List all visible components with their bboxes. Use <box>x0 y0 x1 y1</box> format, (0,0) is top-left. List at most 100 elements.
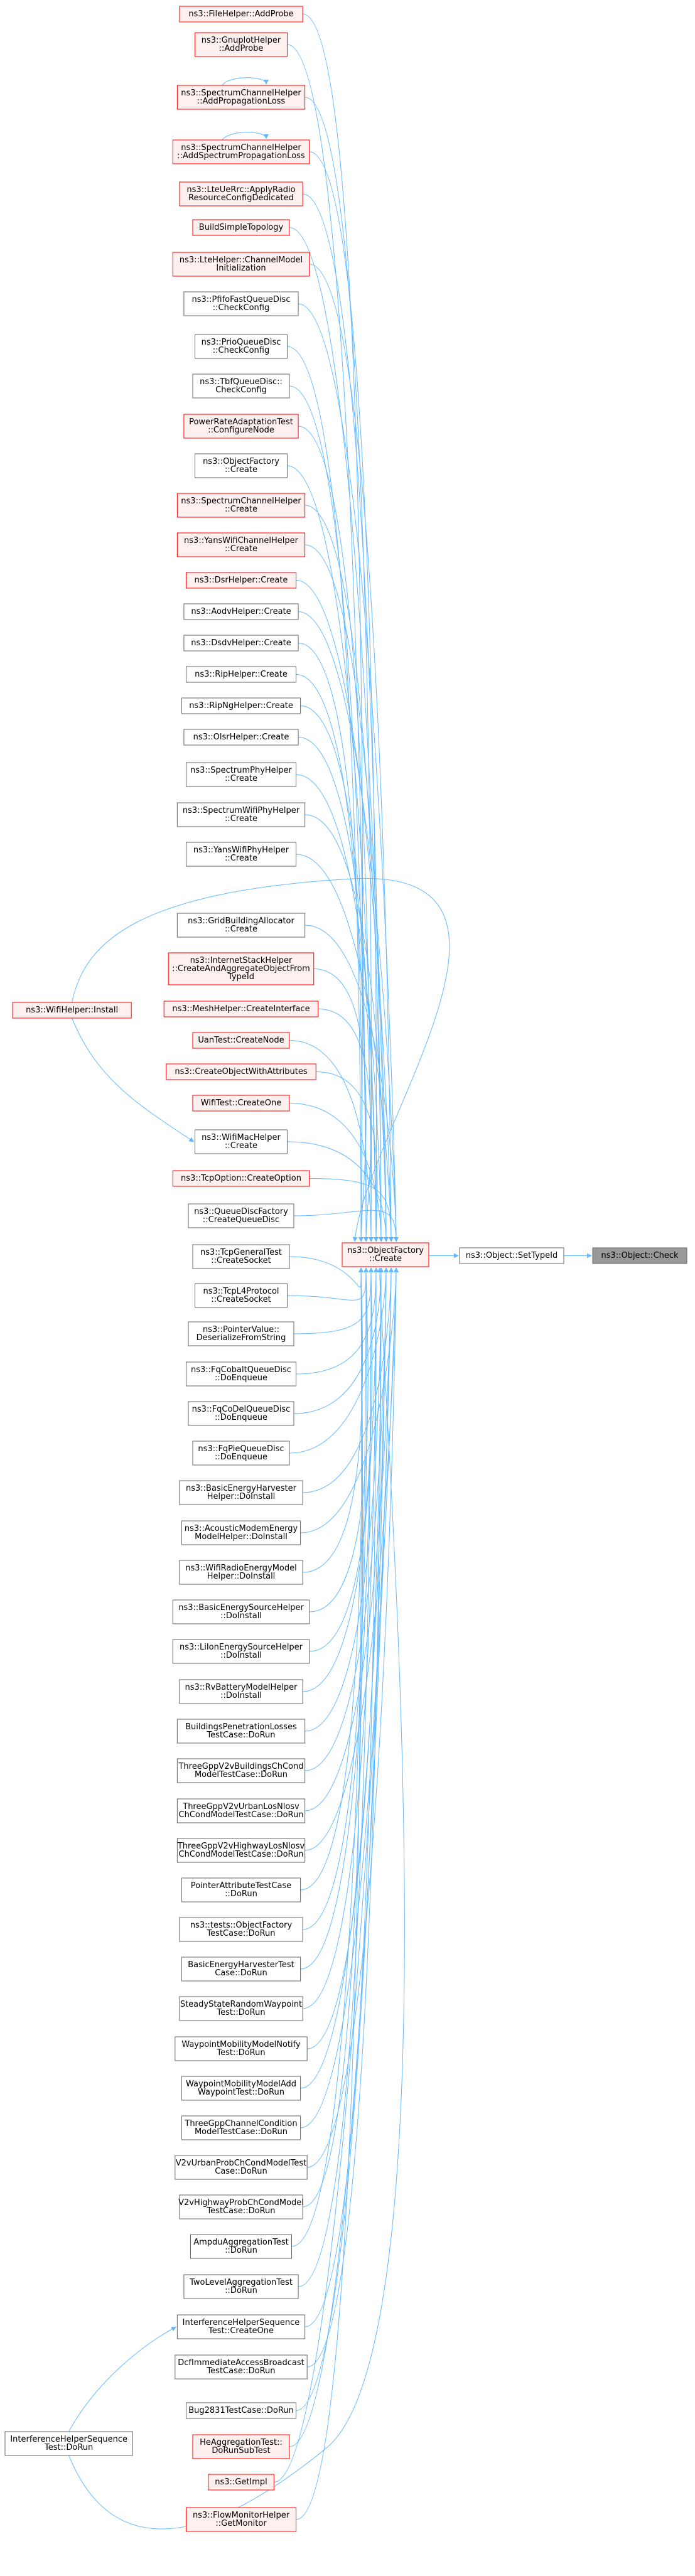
caller-node-n34[interactable]: ns3::PointerValue::DeserializeFromString <box>188 1321 294 1346</box>
caller-node-n9[interactable]: ns3::TbfQueueDisc::CheckConfig <box>192 373 290 399</box>
caller-node-n10[interactable]: PowerRateAdaptationTest::ConfigureNode <box>183 414 299 439</box>
caller-node-n57-label-line: AmpduAggregationTest <box>193 2238 288 2247</box>
node-object-settypeid[interactable]: ns3::Object::SetTypeId <box>459 1247 564 1264</box>
caller-node-n40[interactable]: ns3::WifiRadioEnergyModelHelper::DoInsta… <box>179 1560 303 1585</box>
caller-node-n23[interactable]: ns3::GridBuildingAllocator::Create <box>176 913 306 938</box>
caller-node-n6[interactable]: ns3::LteHelper::ChannelModelInitializati… <box>172 252 310 277</box>
caller-node-n57[interactable]: AmpduAggregationTest::DoRun <box>190 2234 292 2259</box>
caller-node-n38-label-line: ns3::BasicEnergyHarvester <box>186 1484 297 1493</box>
caller-node-n28[interactable]: WifiTest::CreateOne <box>192 1095 290 1112</box>
edge-n48-to-hub <box>300 1267 364 1891</box>
caller-node-n45[interactable]: ThreeGppV2vBuildingsChCondModelTestCase:… <box>176 1758 306 1783</box>
caller-node-n42[interactable]: ns3::LiIonEnergySourceHelper::DoInstall <box>172 1639 310 1664</box>
caller-node-n24-label-line: ::CreateAndAggregateObjectFrom <box>172 964 310 974</box>
caller-node-n27[interactable]: ns3::CreateObjectWithAttributes <box>166 1063 316 1080</box>
caller-node-n56-box <box>179 2194 303 2219</box>
caller-node-n36-label-line: ns3::FqCoDelQueueDisc <box>192 1405 291 1414</box>
caller-node-n48[interactable]: PointerAttributeTestCase::DoRun <box>181 1877 301 1902</box>
caller-node-n41-label-line: ::DoInstall <box>220 1611 262 1621</box>
caller-node-n62[interactable]: HeAggregationTest::DoRunSubTest <box>192 2434 290 2459</box>
caller-node-n13-label-line: ::Create <box>225 544 257 554</box>
node-wifihelper-install[interactable]: ns3::WifiHelper::Install <box>12 1002 132 1019</box>
caller-node-n61[interactable]: Bug2831TestCase::DoRun <box>185 2402 297 2419</box>
focus-node-object-check[interactable]: ns3::Object::Check <box>592 1247 687 1264</box>
caller-node-n16[interactable]: ns3::DsdvHelper::Create <box>183 635 299 652</box>
caller-node-n11[interactable]: ns3::ObjectFactory::Create <box>195 453 288 478</box>
edge-n39-to-hub <box>300 1267 399 1533</box>
caller-node-n18[interactable]: ns3::RipNgHelper::Create <box>181 697 301 714</box>
caller-node-n6-label-line: Initialization <box>216 264 266 273</box>
caller-node-n7[interactable]: ns3::PfifoFastQueueDisc::CheckConfig <box>183 291 299 316</box>
caller-node-n44[interactable]: BuildingsPenetrationLossesTestCase::DoRu… <box>176 1719 306 1744</box>
caller-node-n30-box <box>172 1170 310 1187</box>
caller-node-n30[interactable]: ns3::TcpOption::CreateOption <box>172 1170 310 1187</box>
caller-node-n3[interactable]: ns3::SpectrumChannelHelper::AddSpectrumP… <box>172 139 310 164</box>
caller-node-n35[interactable]: ns3::FqCobaltQueueDisc::DoEnqueue <box>185 1361 297 1387</box>
caller-node-n1[interactable]: ns3::GnuplotHelper::AddProbe <box>195 32 288 57</box>
caller-node-n46[interactable]: ThreeGppV2vUrbanLosNlosvChCondModelTestC… <box>176 1798 306 1823</box>
caller-node-n13[interactable]: ns3::YansWifiChannelHelper::Create <box>176 532 306 557</box>
caller-node-n4[interactable]: ns3::LteUeRrc::ApplyRadioResourceConfigD… <box>179 181 303 207</box>
caller-node-n37[interactable]: ns3::FqPieQueueDisc::DoEnqueue <box>192 1441 290 1466</box>
caller-node-n2[interactable]: ns3::SpectrumChannelHelper::AddPropagati… <box>176 85 306 110</box>
caller-node-n63[interactable]: ns3::GetImpl <box>208 2474 274 2491</box>
caller-node-n8[interactable]: ns3::PrioQueueDisc::CheckConfig <box>195 334 288 359</box>
caller-node-n60-label-line: DcfImmediateAccessBroadcast <box>178 2358 304 2368</box>
edge-n23-to-hub <box>304 925 399 1242</box>
caller-node-n14[interactable]: ns3::DsrHelper::Create <box>185 572 297 589</box>
caller-node-n53[interactable]: WaypointMobilityModelAddWaypointTest::Do… <box>181 2076 301 2101</box>
caller-node-n31-label-line: ns3::QueueDiscFactory <box>194 1207 288 1216</box>
caller-node-n64[interactable]: ns3::FlowMonitorHelper::GetMonitor <box>185 2507 297 2532</box>
caller-node-n58-label-line: ::DoRun <box>225 2286 257 2295</box>
caller-node-n59[interactable]: InterferenceHelperSequenceTest::CreateOn… <box>176 2314 306 2339</box>
caller-node-n58-label-line: TwoLevelAggregationTest <box>189 2278 293 2287</box>
caller-node-n54[interactable]: ThreeGppChannelConditionModelTestCase::D… <box>181 2115 301 2140</box>
caller-node-n39[interactable]: ns3::AcousticModemEnergyModelHelper::DoI… <box>181 1520 301 1545</box>
hub-node-objectfactory-create[interactable]: ns3::ObjectFactory::Create <box>342 1242 429 1267</box>
caller-node-n38[interactable]: ns3::BasicEnergyHarvesterHelper::DoInsta… <box>179 1480 303 1505</box>
caller-node-n46-label-line: ThreeGppV2vUrbanLosNlosv <box>182 1802 299 1811</box>
caller-node-n50-label-line: BasicEnergyHarvesterTest <box>188 1960 294 1970</box>
caller-node-n14-box <box>185 572 297 589</box>
caller-node-n0[interactable]: ns3::FileHelper::AddProbe <box>179 6 303 23</box>
caller-node-n37-box <box>192 1441 290 1466</box>
edge-n61-to-hub <box>296 1267 389 2411</box>
caller-node-n36[interactable]: ns3::FqCoDelQueueDisc::DoEnqueue <box>188 1401 294 1426</box>
edge-n41-to-hub <box>309 1267 369 1613</box>
caller-node-n32-label-line: ns3::TcpGeneralTest <box>200 1248 282 1257</box>
caller-node-n22[interactable]: ns3::YansWifiPhyHelper::Create <box>185 842 297 867</box>
caller-node-n31[interactable]: ns3::QueueDiscFactory::CreateQueueDisc <box>188 1203 294 1228</box>
caller-node-n58[interactable]: TwoLevelAggregationTest::DoRun <box>183 2274 299 2299</box>
caller-node-n60[interactable]: DcfImmediateAccessBroadcastTestCase::DoR… <box>175 2354 308 2380</box>
caller-node-n21[interactable]: ns3::SpectrumWifiPhyHelper::Create <box>176 802 306 827</box>
caller-node-n25[interactable]: ns3::MeshHelper::CreateInterface <box>163 1001 319 1017</box>
caller-node-n25-box <box>163 1001 319 1017</box>
caller-node-n56-label-line: TestCase::DoRun <box>206 2206 275 2216</box>
caller-node-n38-box <box>179 1480 303 1505</box>
caller-node-n19[interactable]: ns3::OlsrHelper::Create <box>183 729 299 746</box>
caller-node-n29[interactable]: ns3::WifiMacHelper::Create <box>195 1129 288 1154</box>
caller-node-n0-label-line: ns3::FileHelper::AddProbe <box>188 9 293 19</box>
caller-node-n5[interactable]: BuildSimpleTopology <box>192 219 290 236</box>
caller-node-n24[interactable]: ns3::InternetStackHelper::CreateAndAggre… <box>168 952 315 985</box>
caller-node-n17[interactable]: ns3::RipHelper::Create <box>185 666 297 683</box>
caller-node-n32[interactable]: ns3::TcpGeneralTest::CreateSocket <box>192 1244 290 1269</box>
node-interferencehelpersequence-dorun-label-line: InterferenceHelperSequence <box>10 2435 127 2444</box>
caller-node-n15[interactable]: ns3::AodvHelper::Create <box>183 603 299 620</box>
caller-node-n12[interactable]: ns3::SpectrumChannelHelper::Create <box>176 493 306 518</box>
caller-node-n29-box <box>195 1129 288 1154</box>
caller-node-n26[interactable]: UanTest::CreateNode <box>192 1032 290 1049</box>
caller-node-n26-label-line: UanTest::CreateNode <box>198 1036 284 1045</box>
caller-node-n33[interactable]: ns3::TcpL4Protocol::CreateSocket <box>195 1283 288 1308</box>
caller-node-n47[interactable]: ThreeGppV2vHighwayLosNlosvChCondModelTes… <box>177 1838 306 1863</box>
caller-node-n41[interactable]: ns3::BasicEnergySourceHelper::DoInstall <box>172 1599 310 1624</box>
caller-node-n43[interactable]: ns3::RvBatteryModelHelper::DoInstall <box>179 1679 303 1704</box>
caller-node-n20[interactable]: ns3::SpectrumPhyHelper::Create <box>185 762 297 787</box>
